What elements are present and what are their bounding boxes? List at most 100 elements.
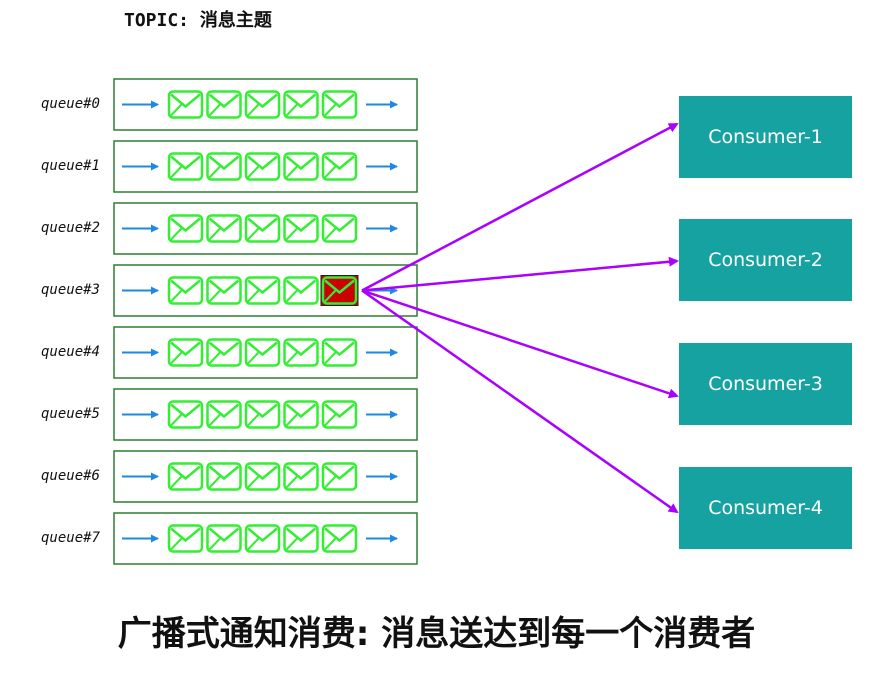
envelope-body — [244, 214, 281, 243]
envelope-fold — [170, 413, 183, 427]
envelope-fold — [324, 227, 337, 241]
envelope-body — [206, 276, 242, 305]
envelope-flap — [324, 527, 355, 543]
envelope-icon — [321, 400, 358, 429]
envelope-fold — [208, 289, 221, 303]
envelope-fold — [208, 475, 221, 489]
envelope-body — [167, 276, 204, 305]
envelope-icon — [244, 338, 281, 367]
envelope-icon — [244, 152, 281, 181]
envelope-icon — [283, 152, 319, 181]
envelope-fold — [208, 413, 221, 427]
envelope-fold — [324, 351, 337, 365]
envelope-flap — [170, 93, 201, 109]
queue-label: queue#7 — [40, 530, 100, 546]
consumer-3-box: Consumer-3 — [679, 343, 852, 425]
envelope-fold — [324, 475, 337, 489]
envelope-flap — [170, 279, 201, 295]
envelope-icon — [283, 524, 319, 553]
envelope-fold — [208, 165, 221, 179]
envelope-body — [167, 400, 204, 429]
envelope-icon — [206, 276, 242, 305]
envelope-body — [167, 214, 204, 243]
envelope-body — [244, 276, 281, 305]
envelope-body — [167, 338, 204, 367]
envelope-flap — [247, 403, 278, 419]
envelope-icon — [206, 152, 242, 181]
envelope-icon — [206, 90, 242, 119]
envelope-fold — [208, 227, 221, 241]
envelope-fold — [324, 289, 337, 303]
highlighted-envelope-icon — [320, 275, 359, 306]
queue-label: queue#3 — [40, 282, 100, 298]
envelope-fold — [285, 537, 298, 551]
envelope-flap — [285, 155, 317, 171]
queue-row — [113, 202, 418, 255]
envelope-body — [283, 400, 319, 429]
broadcast-arrow-4 — [361, 289, 679, 514]
envelope-flap — [247, 527, 278, 543]
envelope-body — [321, 400, 358, 429]
envelope-flap — [170, 527, 201, 543]
envelope-flap — [208, 341, 240, 357]
envelope-body — [206, 462, 242, 491]
topic-title: TOPIC: 消息主题 — [124, 10, 272, 31]
envelope-fold — [247, 413, 260, 427]
envelope-icon — [321, 90, 358, 119]
envelope-fold — [170, 351, 183, 365]
envelope-fold — [247, 537, 260, 551]
envelope-flap — [208, 155, 240, 171]
envelope-body — [167, 90, 204, 119]
envelope-fold — [170, 475, 183, 489]
envelope-flap — [285, 527, 317, 543]
envelope-fold — [324, 165, 337, 179]
queue-label: queue#2 — [40, 220, 100, 236]
envelope-icon — [206, 338, 242, 367]
envelope-flap — [247, 465, 278, 481]
envelope-body — [244, 400, 281, 429]
envelope-fold — [208, 103, 221, 117]
envelope-icon — [206, 214, 242, 243]
envelope-body — [206, 338, 242, 367]
envelope-body — [321, 90, 358, 119]
envelope-icon — [244, 400, 281, 429]
envelope-body — [283, 276, 319, 305]
broadcast-arrow-2 — [361, 256, 679, 292]
envelope-fold — [208, 537, 221, 551]
envelope-body — [283, 152, 319, 181]
envelope-fold — [324, 413, 337, 427]
consumer-4-box: Consumer-4 — [679, 467, 852, 549]
envelope-flap — [247, 155, 278, 171]
envelope-body — [206, 152, 242, 181]
envelope-body — [244, 524, 281, 553]
envelope-body — [321, 462, 358, 491]
envelope-flap — [324, 279, 355, 295]
envelope-icon — [167, 338, 204, 367]
envelope-icon — [167, 462, 204, 491]
envelope-flap — [247, 93, 278, 109]
envelope-icon — [167, 214, 204, 243]
envelope-fold — [170, 103, 183, 117]
envelope-body — [206, 214, 242, 243]
envelope-flap — [285, 341, 317, 357]
envelope-flap — [247, 217, 278, 233]
envelope-body — [244, 338, 281, 367]
envelope-body — [244, 462, 281, 491]
caption: 广播式通知消费: 消息送达到每一个消费者 — [117, 614, 756, 654]
envelope-fold — [285, 351, 298, 365]
queue-label: queue#5 — [40, 406, 100, 422]
envelope-flap — [285, 403, 317, 419]
envelope-icon — [283, 90, 319, 119]
envelope-icon — [244, 276, 281, 305]
envelope-icon — [244, 90, 281, 119]
consumer-label: Consumer-3 — [708, 373, 823, 395]
envelope-icon — [244, 524, 281, 553]
broadcast-arrow-1 — [361, 122, 679, 292]
consumer-1-box: Consumer-1 — [679, 96, 852, 178]
queue-label: queue#4 — [40, 344, 100, 360]
envelope-body — [206, 90, 242, 119]
envelope-icon — [283, 338, 319, 367]
envelope-flap — [285, 217, 317, 233]
envelope-fold — [285, 227, 298, 241]
envelope-icon — [206, 524, 242, 553]
